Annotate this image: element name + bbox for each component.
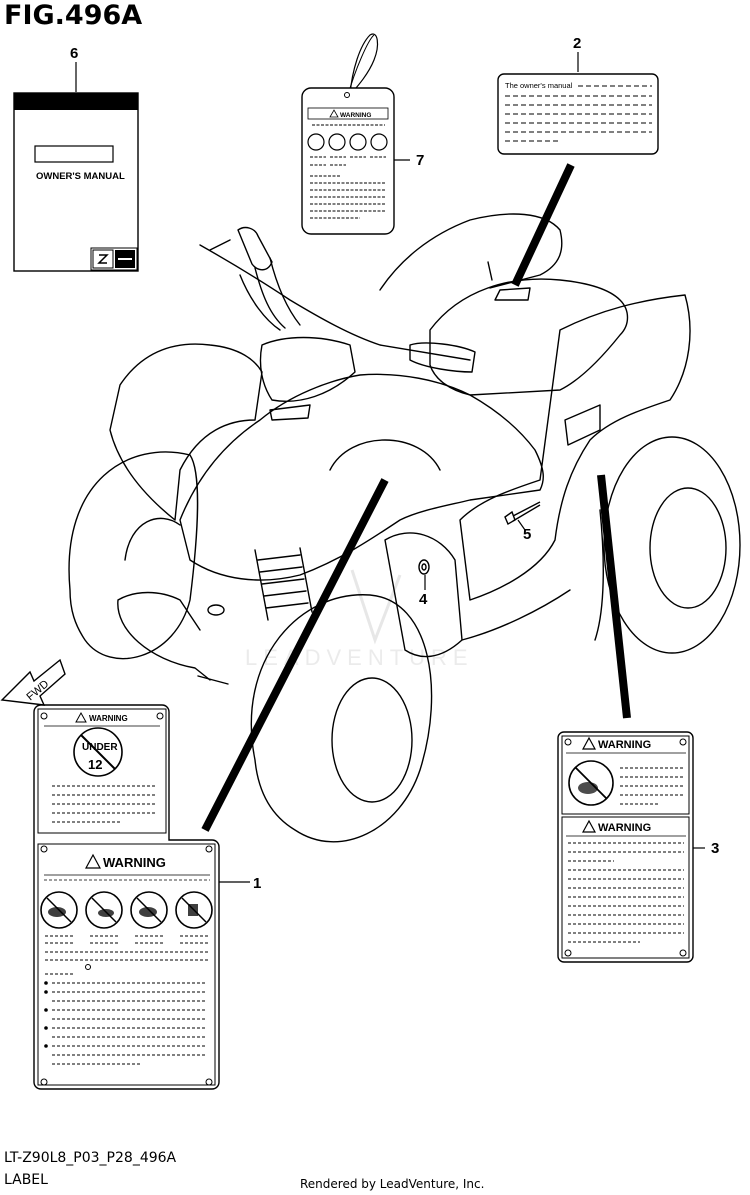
no-stunts-icon [130,891,168,929]
fuel-tank-body [179,373,544,581]
side-panel [384,532,463,658]
rear-wheel-outer [603,436,741,654]
figure-title: FIG.496A [4,0,143,31]
watermark-text: LEADVENTURE [245,645,474,670]
no-hot-surface-icon [568,760,614,806]
front-left-wheel [68,451,199,660]
fender-label-bottom-warning: WARNING [598,822,651,834]
model-code: LT-Z90L8_P03_P28_496A [4,1150,177,1166]
under-12-warning-label: WARNING UNDER 12 WARNING [33,704,220,1090]
front-left-fender [109,343,263,521]
callout-5: 5 [523,526,531,543]
handlebar [199,244,471,361]
front-right-wheel [250,594,433,843]
rear-wheel-rim [649,487,727,609]
manual-title: OWNER'S MANUAL [36,171,125,182]
front-right-wheel-rim [331,677,413,803]
fender-label-top-warning: WARNING [598,739,651,751]
fender-warning-label: WARNING WARNING [557,731,694,963]
front-bumper [117,591,211,681]
owners-manual: OWNER'S MANUAL [13,92,139,272]
no-paved-road-icon [85,891,123,929]
age-badge-top: UNDER [82,742,118,753]
callout-2: 2 [573,35,581,52]
leadventure-watermark: LEADVENTURE [245,569,474,670]
reflector-part [418,559,430,575]
section-name: LABEL [4,1172,48,1188]
age-badge-number: 12 [88,757,102,772]
hang-tag-warning: WARNING [340,112,371,119]
no-alcohol-icon [175,891,213,929]
headlight-cowl [259,336,356,402]
rear-fender [459,294,691,601]
fwd-direction-arrow: FWD [0,658,66,706]
callout-1: 1 [253,875,261,892]
rivet-part [504,501,541,525]
age-label-main-warning: WARNING [103,855,166,870]
info-label-heading: The owner's manual [505,81,573,90]
no-passenger-icon [40,891,78,929]
front-shock-spring [257,554,309,609]
manual-info-label: The owner's manual [497,73,659,155]
callout-4: 4 [419,591,428,608]
callout-6: 6 [70,45,78,62]
hang-tag: WARNING [301,33,395,235]
leader-lines [201,163,631,832]
age-label-top-warning: WARNING [89,714,128,723]
render-credit: Rendered by LeadVenture, Inc. [300,1177,485,1191]
callout-3: 3 [711,840,719,857]
callout-numbers: 6 2 7 1 3 4 5 [70,35,719,892]
callout-7: 7 [416,152,424,169]
under-12-badge-icon [73,727,123,777]
